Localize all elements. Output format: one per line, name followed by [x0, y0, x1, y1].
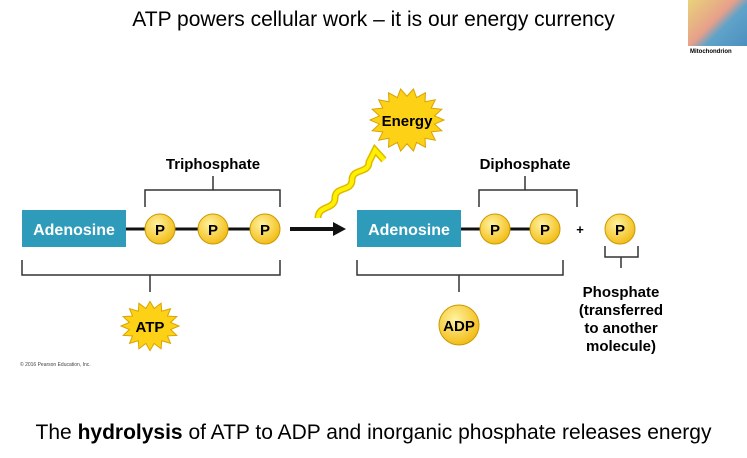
caption-text: of ATP to ADP and inorganic phosphate re…	[182, 421, 712, 444]
adp-label: ADP	[443, 318, 475, 335]
adenosine-label: Adenosine	[33, 222, 115, 239]
phosphate-label: P	[615, 222, 625, 239]
energy-burst	[368, 88, 446, 152]
phosphate-label-line: to another	[584, 320, 657, 337]
phosphate-circle	[604, 213, 636, 245]
phosphate-circle	[197, 213, 229, 245]
phosphate-label-line: (transferred	[579, 302, 663, 319]
phosphate-label: P	[490, 222, 500, 239]
mitochondrion-label: Mitochondrion	[690, 49, 732, 55]
atp-bracket	[21, 260, 281, 292]
phosphate-label-line: molecule)	[586, 338, 656, 355]
phosphate-label: P	[155, 222, 165, 239]
diphosphate-label: Diphosphate	[480, 156, 571, 173]
phosphate-circle	[249, 213, 281, 245]
phosphate-label-line: Phosphate	[583, 284, 660, 301]
caption-text: The	[35, 421, 78, 444]
phosphate-label: P	[208, 222, 218, 239]
copyright: © 2016 Pearson Education, Inc.	[20, 362, 91, 368]
adp-circle	[438, 304, 480, 346]
phosphate-circle	[144, 213, 176, 245]
adp-bracket	[356, 260, 564, 292]
reaction-arrow	[333, 222, 346, 236]
phosphate-circle	[529, 213, 561, 245]
slide-title: ATP powers cellular work – it is our ene…	[132, 8, 615, 31]
atp-burst	[119, 300, 181, 352]
phosphate-circle	[479, 213, 511, 245]
adenosine-box	[357, 210, 461, 247]
adenosine-box	[22, 210, 126, 247]
triphosphate-label: Triphosphate	[166, 156, 260, 173]
diphosphate-bracket	[478, 176, 578, 207]
adenosine-label: Adenosine	[368, 222, 450, 239]
plus-sign: +	[576, 222, 584, 237]
mitochondrion-image	[688, 0, 747, 46]
phosphate-bracket	[604, 246, 639, 268]
energy-label: Energy	[382, 113, 434, 130]
caption: The hydrolysis of ATP to ADP and inorgan…	[0, 421, 747, 445]
atp-label: ATP	[136, 319, 165, 336]
triphosphate-bracket	[144, 176, 281, 207]
phosphate-label: P	[540, 222, 550, 239]
phosphate-label: P	[260, 222, 270, 239]
caption-bold: hydrolysis	[77, 421, 183, 444]
